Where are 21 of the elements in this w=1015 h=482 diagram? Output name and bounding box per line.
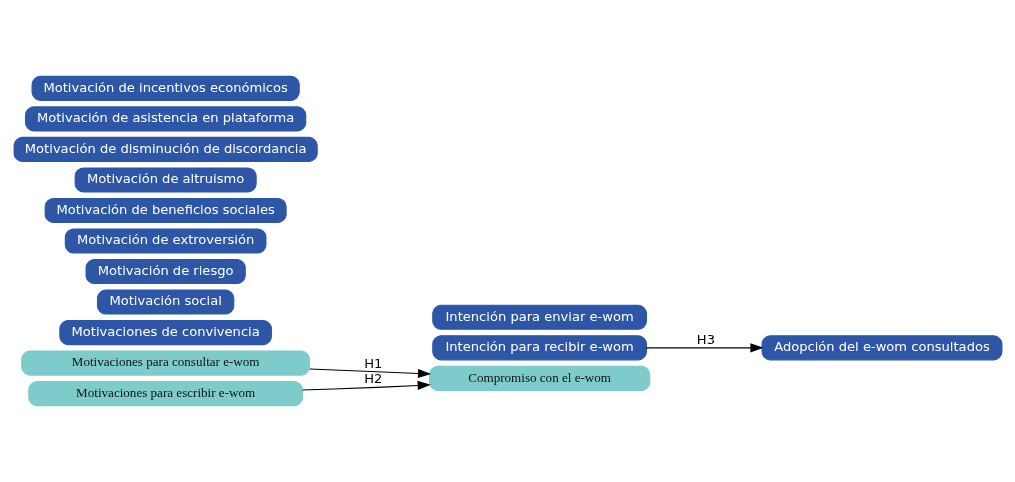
arrow: [308, 368, 431, 378]
node-box: Intención para recibir e-wom: [431, 335, 647, 361]
node-box: Motivación de extroversión: [64, 228, 266, 254]
edge-label: H1: [363, 356, 382, 372]
node-box: Motivación social: [96, 289, 234, 315]
arrow: [645, 343, 763, 353]
node-box: Motivaciones para consultar e-wom: [20, 350, 310, 376]
node-box: Motivación de beneficios sociales: [44, 197, 287, 223]
edge-label: H3: [696, 332, 715, 348]
node-box: Intención para enviar e-wom: [431, 304, 647, 330]
node-box: Motivación de riesgo: [85, 259, 246, 285]
edge-label: H2: [363, 371, 382, 387]
node-box: Motivación de disminución de discordancia: [13, 136, 318, 162]
node-box: Motivación de altruismo: [74, 167, 257, 193]
node-box: Motivación de asistencia en plataforma: [24, 106, 306, 132]
node-box: Motivación de incentivos económicos: [31, 75, 300, 101]
arrow: [301, 380, 431, 391]
node-box: Compromiso con el e-wom: [428, 365, 650, 391]
node-box: Motivaciones de convivencia: [58, 320, 272, 346]
node-box: Adopción del e-wom consultados: [761, 335, 1002, 361]
node-box: Motivaciones para escribir e-wom: [27, 381, 303, 407]
